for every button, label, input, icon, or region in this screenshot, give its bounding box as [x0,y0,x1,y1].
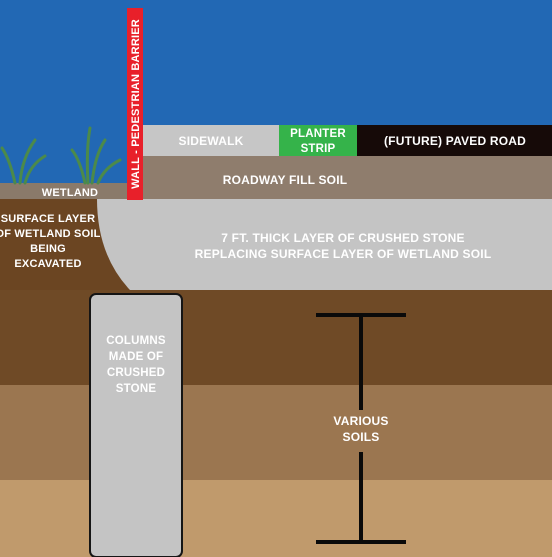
planter-strip-label-line1: PLANTER [290,128,346,140]
soil-layer-dark [0,290,552,385]
crushed-stone-label-line2: REPLACING SURFACE LAYER OF WETLAND SOIL [195,247,492,261]
paved-road-block [357,125,552,156]
crushed-stone-column [89,293,183,557]
soil-layer-mid [0,385,552,480]
planter-strip-label-line2: STRIP [301,143,336,155]
surface-layer-label-line3: BEING [30,243,66,255]
columns-label-line3: CRUSHED [107,367,165,379]
planter-strip-block [279,125,357,156]
various-soils-label-line1: VARIOUS [333,414,388,428]
columns-label-line1: COLUMNS [106,335,166,347]
sidewalk-label: SIDEWALK [179,134,244,148]
surface-layer-label-line1: SURFACE LAYER [1,213,96,225]
surface-layer-label-line2: OF WETLAND SOIL [0,228,101,240]
wetland-label: WETLAND [42,187,98,199]
wetland-strip [0,183,130,199]
roadway-fill-soil-label: ROADWAY FILL SOIL [223,173,348,187]
pedestrian-barrier-wall [127,8,143,200]
crushed-stone-layer [97,199,552,290]
various-soils-label-line2: SOILS [342,430,379,444]
columns-label-line4: STONE [116,383,157,395]
crushed-stone-label-line1: 7 FT. THICK LAYER OF CRUSHED STONE [221,231,465,245]
depth-range-bar [316,313,406,544]
sidewalk-block [143,125,279,156]
grass-icon [0,126,122,185]
roadway-fill-soil [130,156,552,200]
soil-layer-light [0,480,552,557]
surface-layer-label-line4: EXCAVATED [14,258,81,270]
barrier-label: WALL - PEDESTRIAN BARRIER [130,19,142,189]
paved-road-label: (FUTURE) PAVED ROAD [384,134,526,148]
columns-label-line2: MADE OF [109,351,163,363]
